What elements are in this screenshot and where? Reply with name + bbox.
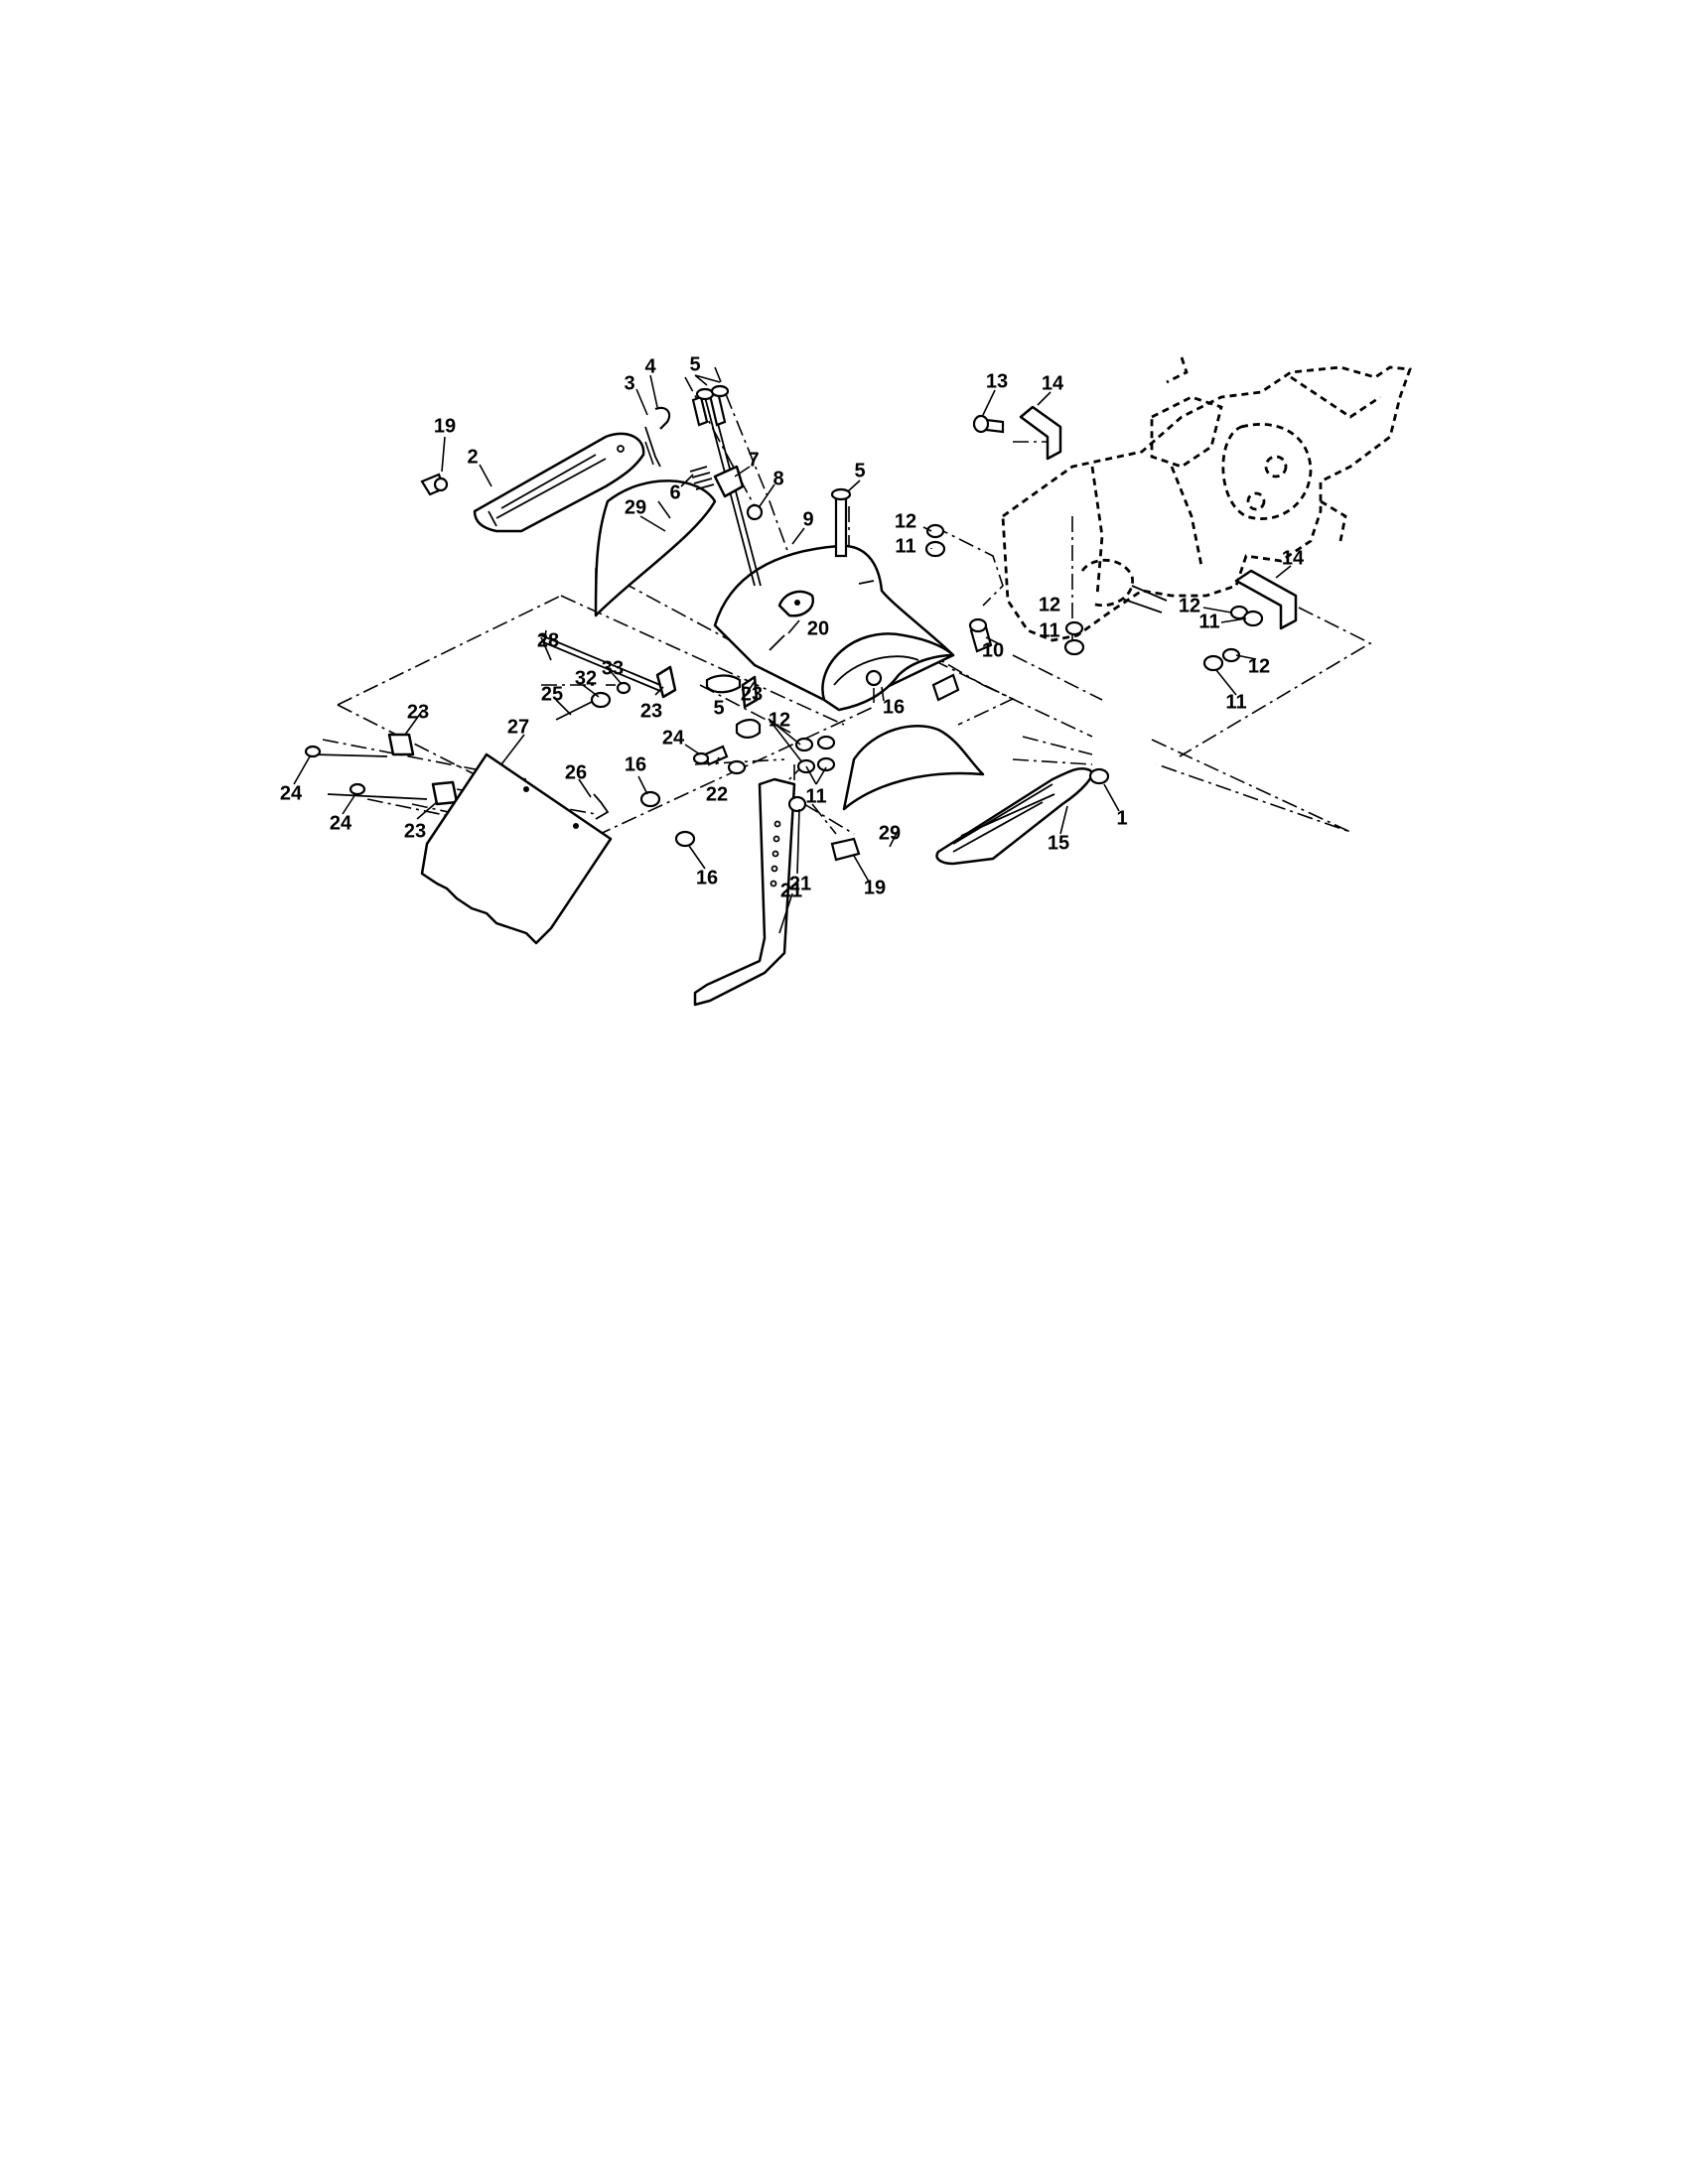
transmission-housing-phantom bbox=[1001, 356, 1412, 642]
label-9: 9 bbox=[802, 508, 813, 530]
bracket-hardware bbox=[924, 405, 1298, 785]
label-12-mid: 12 bbox=[1039, 594, 1060, 615]
label-4: 4 bbox=[644, 355, 656, 377]
hood-hardware bbox=[692, 487, 993, 774]
label-12-right-a: 12 bbox=[1179, 595, 1200, 616]
label-11-mid: 11 bbox=[1039, 619, 1059, 641]
label-5-top: 5 bbox=[689, 353, 700, 375]
wing-nut bbox=[420, 473, 449, 496]
label-11-upper: 11 bbox=[895, 535, 915, 557]
label-6: 6 bbox=[669, 481, 680, 503]
label-18: 20 bbox=[807, 617, 829, 639]
label-16-flap-lower: 16 bbox=[696, 867, 718, 888]
leader-lines bbox=[293, 374, 1292, 934]
label-29-right: 29 bbox=[879, 822, 901, 844]
label-11-hood: 11 bbox=[805, 785, 826, 807]
label-1: 1 bbox=[1116, 807, 1127, 829]
label-14-upper: 14 bbox=[1042, 372, 1064, 394]
left-inner-shield bbox=[594, 479, 717, 617]
label-23-mid: 23 bbox=[741, 683, 763, 705]
label-5-flap: 5 bbox=[713, 697, 724, 719]
label-13: 13 bbox=[986, 370, 1008, 392]
label-17: 19 bbox=[434, 415, 456, 437]
label-29-left: 29 bbox=[625, 496, 646, 518]
label-2: 2 bbox=[467, 446, 478, 468]
right-inner-shield bbox=[842, 725, 985, 811]
label-32: 32 bbox=[575, 667, 597, 689]
label-19: 19 bbox=[864, 877, 886, 898]
label-15: 15 bbox=[1048, 832, 1069, 854]
tine-hood bbox=[713, 544, 955, 712]
label-28: 28 bbox=[537, 629, 559, 651]
label-24-mid: 24 bbox=[662, 727, 685, 749]
label-12-right-b: 12 bbox=[1248, 655, 1270, 677]
label-23-flap-lower: 23 bbox=[404, 820, 426, 842]
label-8: 8 bbox=[772, 468, 783, 489]
callout-labels: 19 2 3 4 5 6 7 8 9 5 29 12 11 13 14 20 1… bbox=[280, 353, 1305, 901]
label-21: 21 bbox=[780, 880, 802, 901]
label-3: 3 bbox=[624, 372, 634, 394]
label-23-flap-upper: 23 bbox=[407, 701, 429, 723]
label-10: 10 bbox=[982, 639, 1004, 661]
label-5-hood: 5 bbox=[854, 460, 865, 481]
label-24-lower: 24 bbox=[330, 812, 352, 834]
label-12-upper: 12 bbox=[895, 510, 916, 532]
label-11-right-b: 11 bbox=[1225, 691, 1246, 713]
right-tine-shield bbox=[935, 767, 1093, 866]
label-25: 25 bbox=[541, 683, 563, 705]
label-16-hood: 16 bbox=[883, 696, 905, 718]
label-7: 7 bbox=[748, 449, 759, 471]
label-11-right-a: 11 bbox=[1198, 611, 1219, 632]
tine-flap bbox=[420, 752, 613, 945]
label-20: 21 bbox=[789, 873, 811, 894]
label-24-left: 24 bbox=[280, 782, 303, 804]
depth-stake-assembly bbox=[693, 759, 861, 1007]
depth-rod-assembly bbox=[644, 384, 785, 651]
label-22: 22 bbox=[706, 783, 728, 805]
left-tine-shield bbox=[473, 432, 645, 533]
label-12-hood: 12 bbox=[769, 709, 790, 731]
label-14-right: 14 bbox=[1282, 547, 1305, 569]
label-26: 26 bbox=[565, 761, 587, 783]
label-33: 33 bbox=[602, 657, 624, 679]
label-16-flap-upper: 16 bbox=[625, 753, 646, 775]
label-27: 27 bbox=[507, 716, 529, 738]
label-23-upper: 23 bbox=[640, 700, 662, 722]
